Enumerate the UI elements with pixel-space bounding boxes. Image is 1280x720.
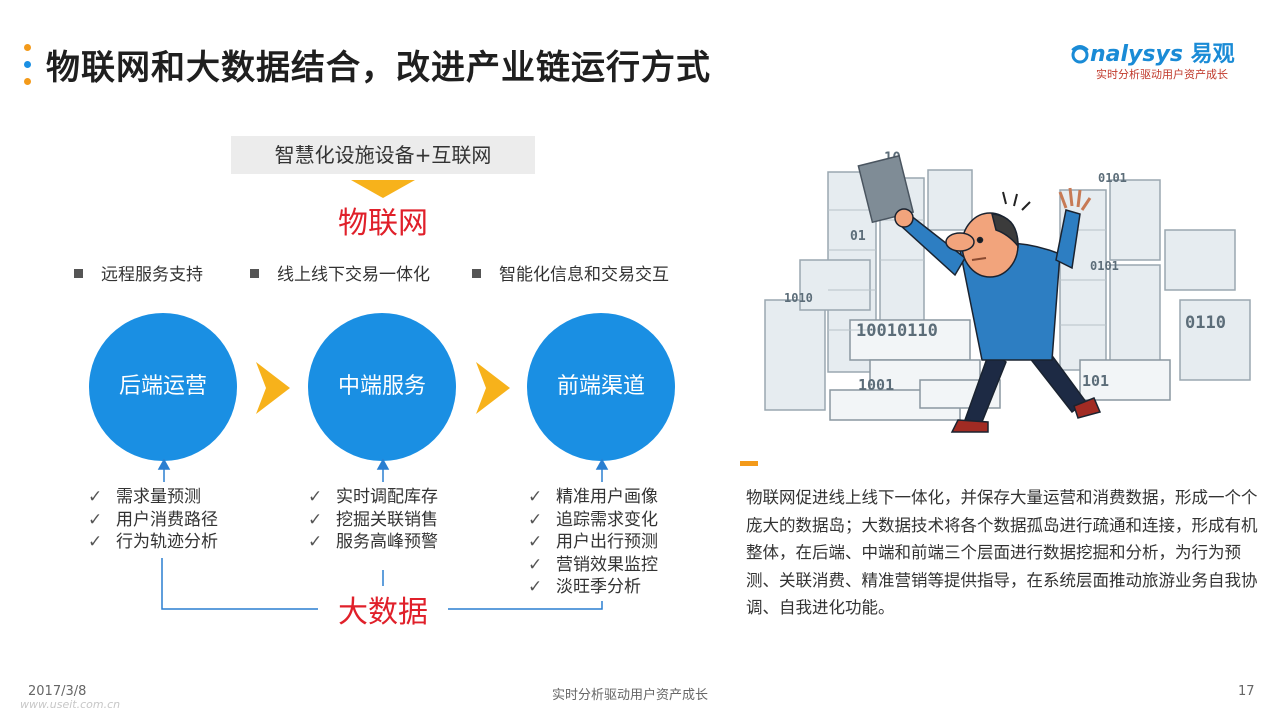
iot-label: 物联网 xyxy=(338,206,428,241)
circle-frontend: 前端渠道 xyxy=(527,313,675,461)
check-icon: ✓ xyxy=(528,554,543,575)
bullet-item-1: 远程服务支持 xyxy=(74,260,203,285)
bigdata-connector xyxy=(157,458,609,610)
list-item: ✓需求量预测 xyxy=(88,487,201,507)
title-dot-3 xyxy=(24,78,31,85)
binary-text: 1001 xyxy=(858,376,894,394)
bigdata-label: 大数据 xyxy=(338,595,428,630)
check-icon: ✓ xyxy=(88,509,103,530)
check-icon: ✓ xyxy=(88,487,103,507)
binary-text: 101 xyxy=(1082,372,1109,390)
list-item: ✓服务高峰预警 xyxy=(308,532,438,552)
page-title: 物联网和大数据结合，改进产业链运行方式 xyxy=(46,48,711,88)
down-triangle-icon xyxy=(351,180,415,198)
bullet-item-3: 智能化信息和交易交互 xyxy=(472,260,669,285)
binary-text: 1010 xyxy=(784,291,813,305)
summary-paragraph: 物联网促进线上线下一体化，并保存大量运营和消费数据，形成一个个庞大的数据岛；大数… xyxy=(746,488,1258,617)
title-dots xyxy=(24,44,32,88)
circle-midend: 中端服务 xyxy=(308,313,456,461)
list-item: ✓精准用户画像 xyxy=(528,487,658,507)
chevron-right-icon xyxy=(476,362,510,414)
logo-a-icon xyxy=(1071,45,1089,64)
list-item: ✓用户消费路径 xyxy=(88,509,218,530)
infrastructure-box: 智慧化设施设备+互联网 xyxy=(231,136,535,174)
bullet-item-2: 线上线下交易一体化 xyxy=(250,260,430,285)
logo-brand: nalysys 易观 xyxy=(1070,36,1235,68)
check-icon: ✓ xyxy=(308,532,323,552)
check-icon: ✓ xyxy=(528,509,543,530)
bullet-square-icon xyxy=(250,268,259,278)
check-icon: ✓ xyxy=(528,577,543,597)
list-item: ✓淡旺季分析 xyxy=(528,577,641,597)
list-item: ✓营销效果监控 xyxy=(528,554,658,575)
footer-slogan: 实时分析驱动用户资产成长 xyxy=(552,688,709,703)
list-item: ✓实时调配库存 xyxy=(308,487,438,507)
binary-text: 0110 xyxy=(1185,313,1226,333)
analysys-logo: nalysys 易观 实时分析驱动用户资产成长 xyxy=(1070,36,1260,84)
title-dot-2 xyxy=(24,61,31,68)
orange-dash xyxy=(740,461,758,466)
bullet-square-icon xyxy=(74,268,83,278)
logo-brand-text: nalysys xyxy=(1090,42,1183,67)
check-icon: ✓ xyxy=(308,509,323,530)
binary-text: 0101 xyxy=(1098,171,1127,185)
page-number: 17 xyxy=(1238,684,1255,699)
bullet-square-icon xyxy=(472,268,481,278)
check-icon: ✓ xyxy=(88,532,103,552)
list-item: ✓追踪需求变化 xyxy=(528,509,658,530)
check-icon: ✓ xyxy=(308,487,323,507)
logo-slogan: 实时分析驱动用户资产成长 xyxy=(1096,68,1228,81)
logo-brand-cn: 易观 xyxy=(1190,42,1235,67)
check-icon: ✓ xyxy=(528,532,543,552)
title-dot-1 xyxy=(24,44,31,51)
data-overload-illustration: 10 0101 01 1010 10010110 1001 101 0110 0… xyxy=(764,150,1251,433)
binary-text: 01 xyxy=(850,229,866,244)
circle-backend: 后端运营 xyxy=(89,313,237,461)
midend-list: ✓实时调配库存 ✓挖掘关联销售 ✓服务高峰预警 xyxy=(308,486,438,554)
backend-list: ✓需求量预测 ✓用户消费路径 ✓行为轨迹分析 xyxy=(88,486,218,554)
list-item: ✓行为轨迹分析 xyxy=(88,532,218,552)
site-watermark: www.useit.com.cn xyxy=(20,698,121,711)
footer-date: 2017/3/8 xyxy=(28,684,87,699)
check-icon: ✓ xyxy=(528,487,543,507)
binary-text: 0101 xyxy=(1090,259,1119,273)
list-item: ✓挖掘关联销售 xyxy=(308,509,438,530)
binary-text: 10010110 xyxy=(856,321,938,341)
frontend-list: ✓精准用户画像 ✓追踪需求变化 ✓用户出行预测 ✓营销效果监控 ✓淡旺季分析 xyxy=(528,486,658,599)
list-item: ✓用户出行预测 xyxy=(528,532,658,552)
chevron-right-icon xyxy=(256,362,290,414)
